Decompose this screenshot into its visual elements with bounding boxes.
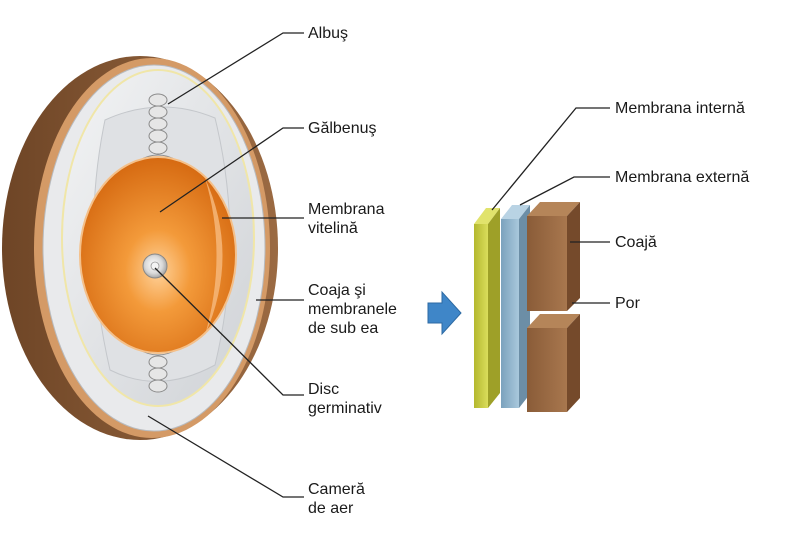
label-membrana-externa: Membrana externă [615, 168, 749, 187]
leader-albus [167, 32, 304, 105]
inner-membrane-bar [474, 208, 500, 224]
label-disc-germinativ: Disc germinativ [308, 380, 382, 418]
leader-camera-aer [147, 415, 304, 498]
shell-block-lower-top [527, 314, 580, 328]
shell-block-upper-top [527, 202, 580, 216]
label-por-text: Por [615, 295, 640, 312]
vitelline-membrane [79, 156, 237, 354]
label-disc-germinativ-line1: Disc [308, 381, 340, 398]
chalaza-top [139, 93, 177, 173]
label-disc-germinativ-line2: germinativ [308, 400, 382, 417]
label-galbenus: Gălbenuş [308, 119, 377, 138]
label-por: Por [615, 294, 640, 313]
egg-cross-section [2, 56, 278, 440]
inner-membrane-front [474, 224, 488, 408]
leader-lines [147, 32, 610, 498]
leader-membrana-externa [519, 176, 610, 206]
label-camera-aer-line1: Cameră [308, 481, 365, 498]
label-membrana-interna-text: Membrana internă [615, 100, 745, 117]
shell-block-upper-front [527, 216, 567, 311]
leader-galbenus [159, 127, 304, 213]
label-coaja-membrane: Coaja şi membranele de sub ea [308, 281, 397, 338]
label-camera-aer-line2: de aer [308, 500, 354, 517]
shell-block-lower-front [527, 328, 567, 412]
label-coaja-membrane-line1: Coaja şi [308, 282, 366, 299]
label-membrana-externa-text: Membrana externă [615, 169, 750, 186]
label-membrana-vitelina-line2: vitelină [308, 220, 358, 237]
label-galbenus-text: Gălbenuş [308, 120, 377, 137]
label-coaja: Coajă [615, 233, 657, 252]
label-camera-aer: Cameră de aer [308, 480, 365, 518]
leader-disc-germinativ [154, 267, 304, 396]
label-coaja-membrane-line3: de sub ea [308, 320, 379, 337]
arrow-icon [427, 290, 462, 336]
label-membrana-vitelina: Membrana vitelină [308, 200, 384, 238]
shell-layers-closeup [474, 202, 580, 412]
outer-membrane-front [501, 219, 519, 408]
label-coaja-text: Coajă [615, 234, 657, 251]
shell-block-lower-side [567, 314, 580, 412]
germinal-disc-center [150, 261, 160, 271]
label-membrana-interna: Membrana internă [615, 99, 745, 118]
shell-block-upper-side [567, 202, 580, 311]
inner-membrane-side [488, 208, 500, 408]
label-coaja-membrane-line2: membranele [308, 301, 397, 318]
outer-membrane-top [501, 205, 530, 219]
yolk-rim [205, 178, 223, 335]
label-albus-text: Albuş [308, 25, 349, 42]
label-membrana-vitelina-line1: Membrana [308, 201, 385, 218]
label-albus: Albuş [308, 24, 348, 43]
leader-membrana-interna [491, 107, 610, 211]
